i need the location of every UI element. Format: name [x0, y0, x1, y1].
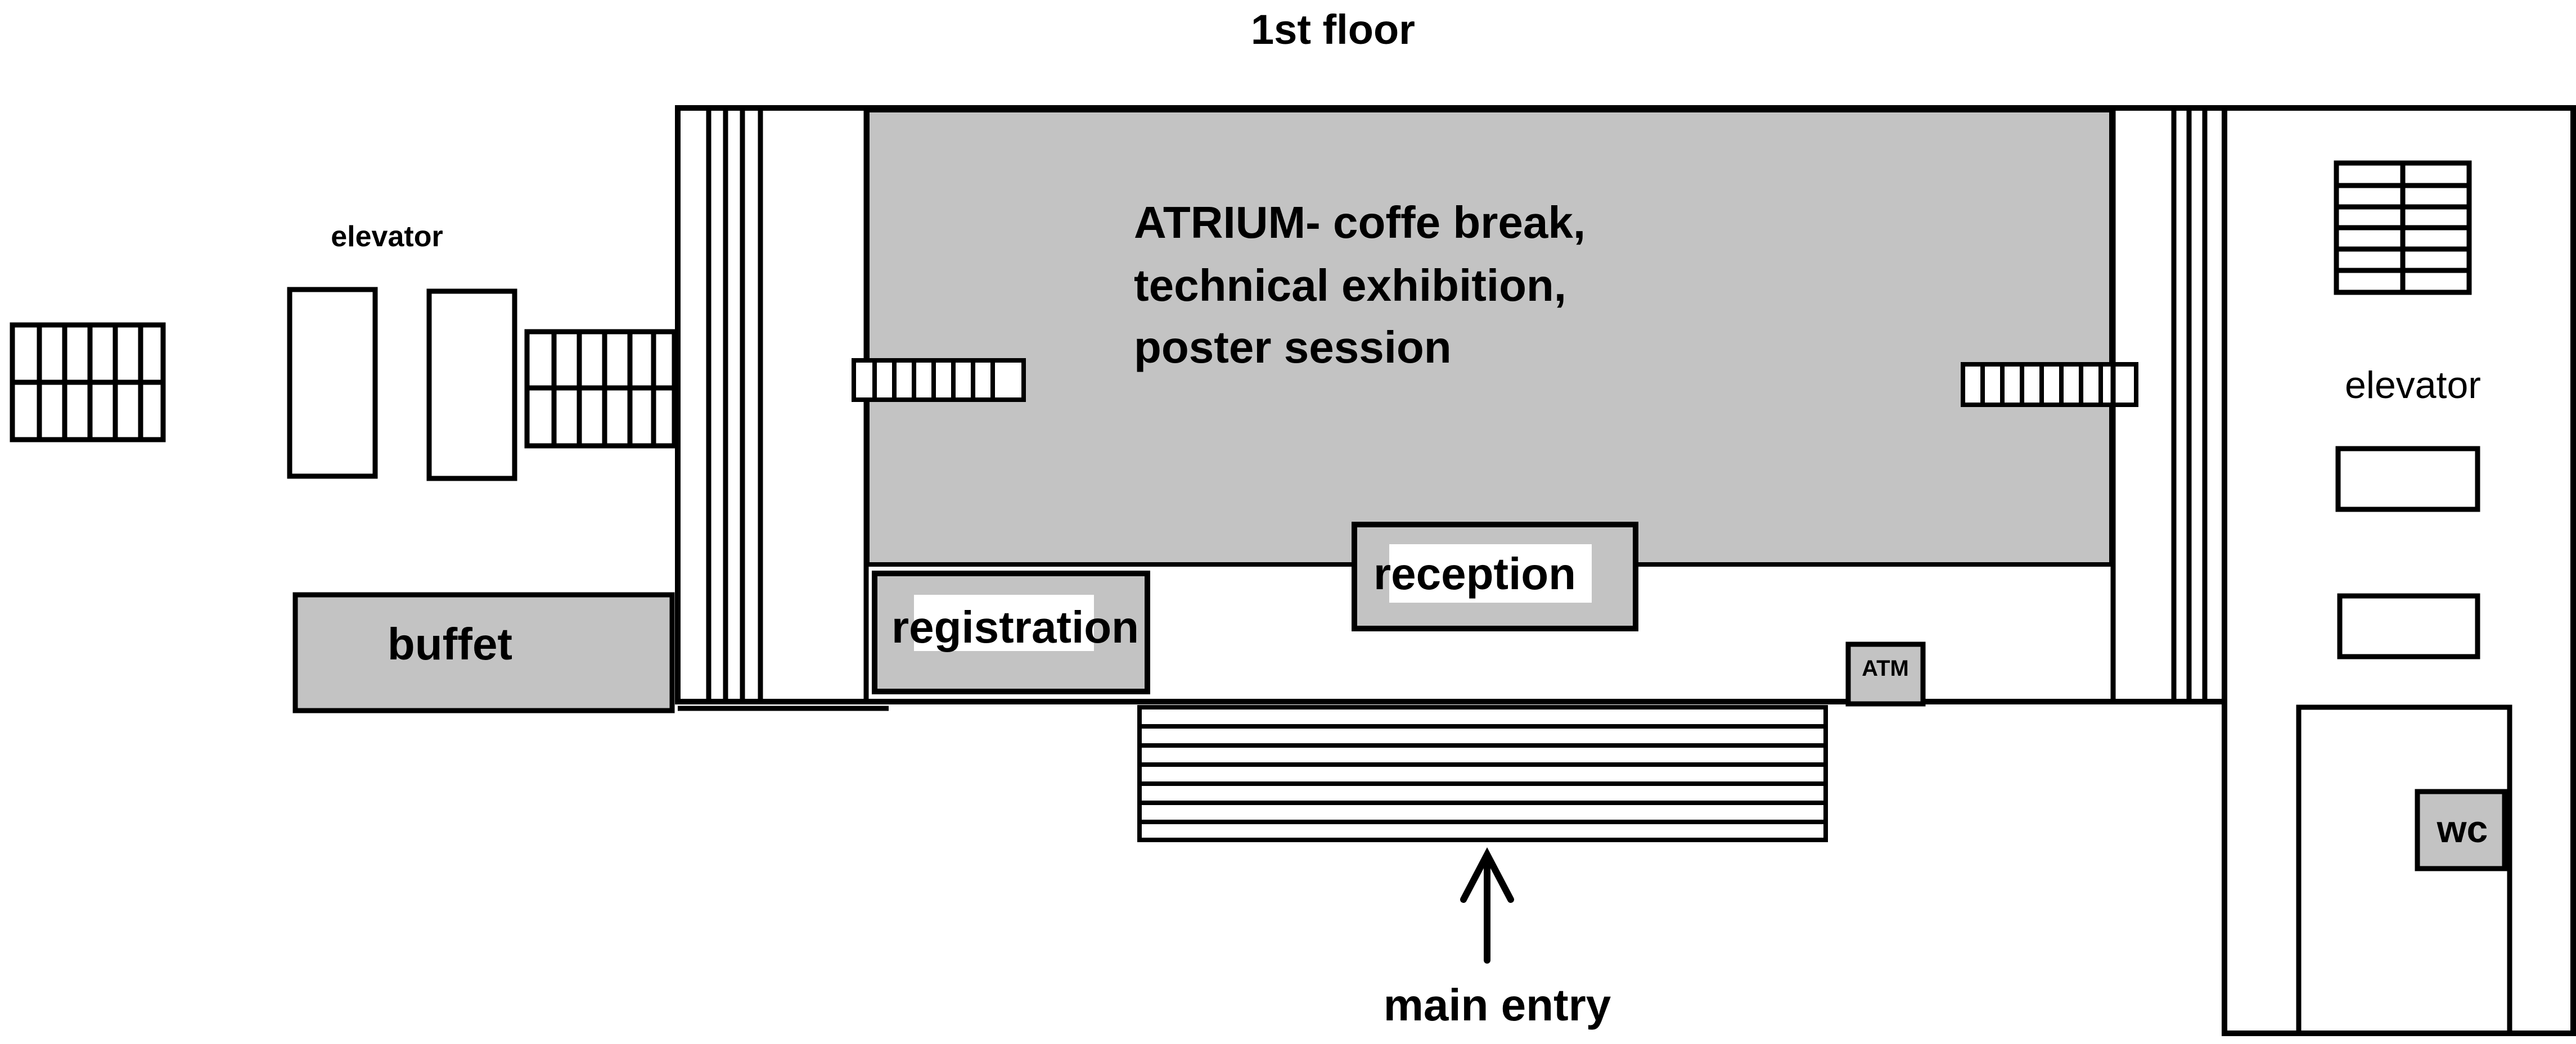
- elevator-right-label: elevator: [2345, 364, 2481, 406]
- atrium: [865, 108, 2114, 567]
- elevator-left-label: elevator: [331, 220, 443, 253]
- atrium-stairs-right: [1961, 362, 2138, 407]
- atrium-label-line2: technical exhibition,: [1134, 260, 1566, 310]
- staircase-left-2: [524, 329, 677, 449]
- wc-label: wc: [2437, 808, 2488, 851]
- reception-label-bg: [1389, 544, 1592, 603]
- atrium-label-line1: ATRIUM- coffe break,: [1134, 197, 1586, 247]
- elevator-left: [287, 287, 517, 481]
- atrium-label-line3: poster session: [1134, 322, 1452, 372]
- atm-box: [1845, 641, 1926, 707]
- wc-box: [2415, 789, 2507, 871]
- entry-steps: [1137, 705, 1828, 842]
- buffet-label: buffet: [388, 619, 512, 669]
- floor-title: 1st floor: [1251, 6, 1415, 53]
- wc-room: [2296, 704, 2512, 1036]
- main-entry-label: main entry: [1384, 980, 1611, 1030]
- atrium-stairs-left: [852, 358, 1026, 402]
- registration-label: registration: [891, 602, 1139, 652]
- elevator-right: [2335, 446, 2480, 659]
- staircase-left: [10, 322, 166, 442]
- atm-label: ATM: [1862, 656, 1909, 681]
- staircase-right: [2334, 160, 2472, 295]
- corridor-stripes-right: [2110, 108, 2208, 702]
- arrow-up-icon: [1460, 847, 1514, 964]
- registration-label-bg: [914, 595, 1094, 651]
- buffet-room: [292, 592, 675, 713]
- reception-label: reception: [1373, 549, 1576, 599]
- corridor-stripes-left: [678, 108, 889, 711]
